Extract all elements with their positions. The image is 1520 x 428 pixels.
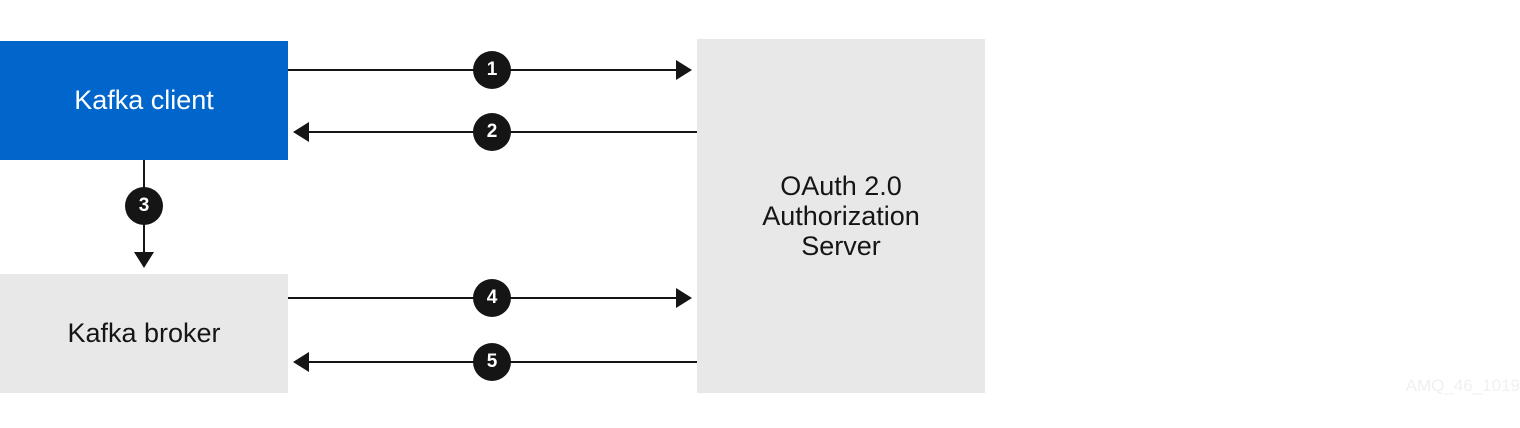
oauth-server-node: OAuth 2.0 Authorization Server [697, 39, 985, 393]
oauth-server-label-line-1: OAuth 2.0 [780, 171, 902, 201]
figure-id-watermark: AMQ_46_1019 [1405, 376, 1520, 395]
step-badge-1: 1 [473, 51, 511, 89]
step-badge-3: 3 [125, 187, 163, 225]
kafka-client-node: Kafka client [0, 41, 288, 160]
step-number-3: 3 [138, 195, 150, 216]
step-badge-5: 5 [473, 343, 511, 381]
step-badge-4: 4 [473, 279, 511, 317]
kafka-broker-node: Kafka broker [0, 274, 288, 393]
oauth-server-label-line-3: Server [801, 231, 881, 261]
oauth-server-label-line-2: Authorization [762, 201, 920, 231]
kafka-broker-label: Kafka broker [67, 318, 221, 348]
step-number-1: 1 [486, 59, 498, 80]
step-number-4: 4 [486, 287, 498, 308]
kafka-client-label: Kafka client [74, 85, 214, 115]
step-number-2: 2 [486, 121, 498, 142]
step-number-5: 5 [486, 351, 498, 372]
step-badge-2: 2 [473, 113, 511, 151]
